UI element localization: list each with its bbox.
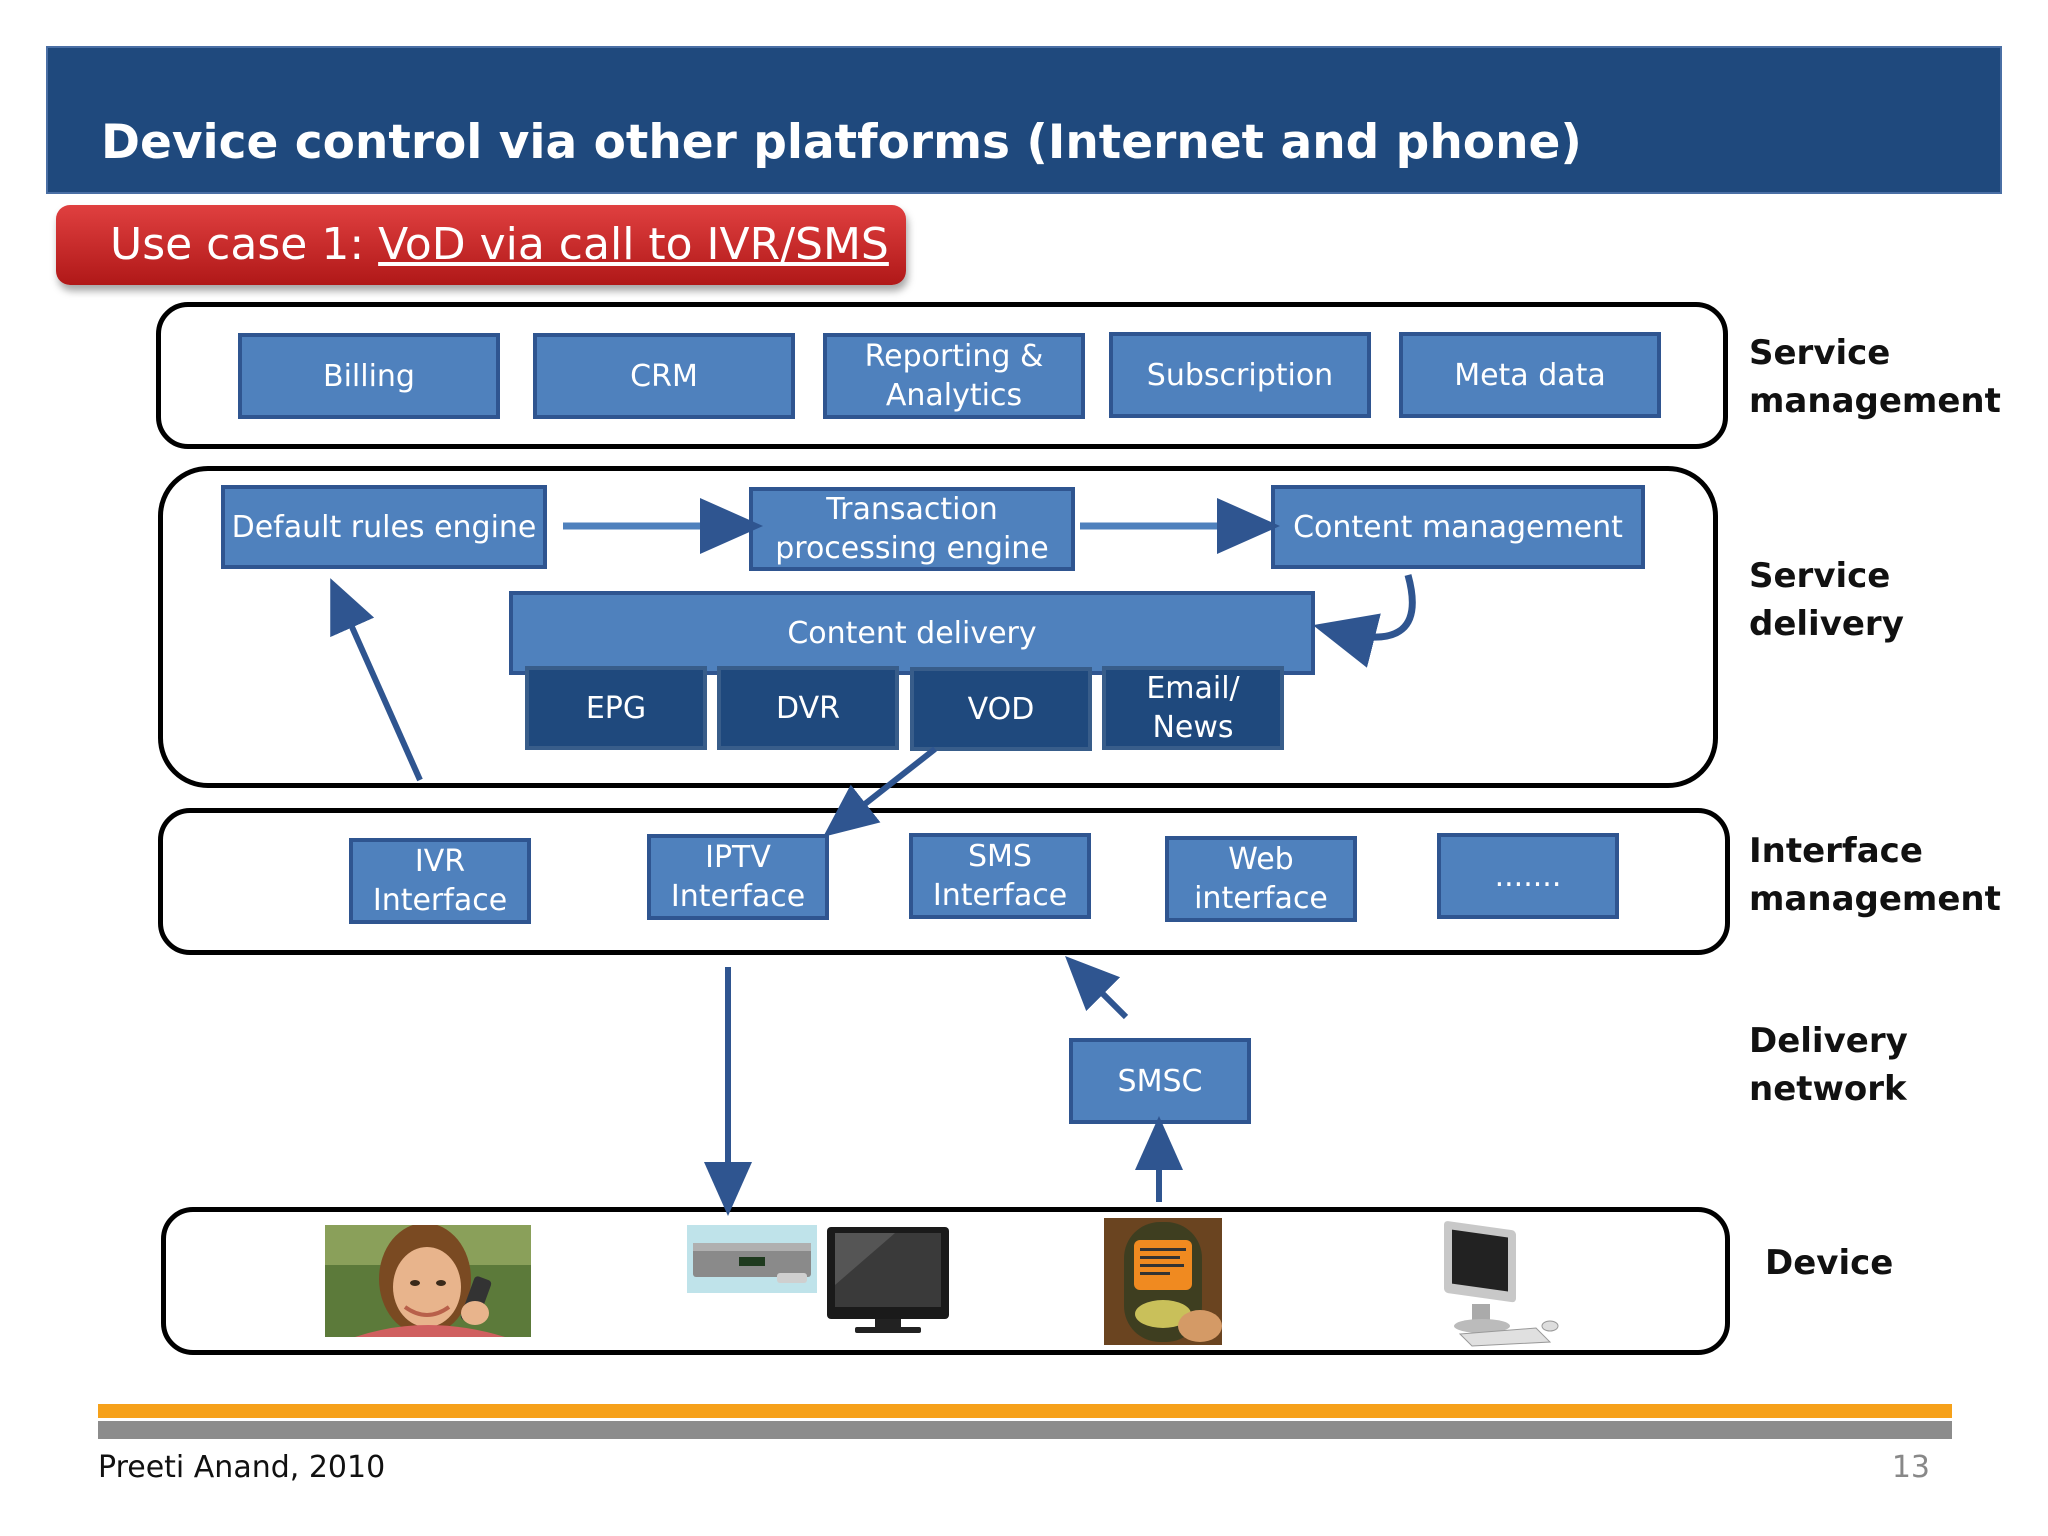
mobile-sms-photo: [1104, 1218, 1222, 1345]
footer-author: Preeti Anand, 2010: [98, 1450, 386, 1485]
vod-box: VOD: [910, 667, 1092, 751]
web-interface-box: Web interface: [1165, 836, 1357, 922]
layer-label-device: Device: [1765, 1243, 1894, 1283]
page-number: 13: [1891, 1450, 1930, 1485]
billing-box: Billing: [238, 333, 500, 419]
default-rules-engine-box: Default rules engine: [221, 485, 547, 569]
title-bar: [46, 46, 2002, 194]
arrow-content-mgmt-to-delivery: [1312, 574, 1416, 668]
sms-interface-box: SMS Interface: [909, 833, 1091, 919]
transaction-engine-box: Transaction processing engine: [749, 487, 1075, 571]
use-case-link[interactable]: VoD via call to IVR/SMS: [378, 219, 889, 270]
ivr-interface-box: IVR Interface: [349, 838, 531, 924]
use-case-label: Use case 1: VoD via call to IVR/SMS: [110, 219, 889, 270]
layer-label-interface-management: Interface management: [1749, 831, 2001, 919]
content-management-box: Content management: [1271, 485, 1645, 569]
arrow-smsc-to-sms-interface: [1065, 956, 1129, 1020]
smsc-box: SMSC: [1069, 1038, 1251, 1124]
slide-title: Device control via other platforms (Inte…: [101, 115, 1582, 170]
layer-label-service-delivery: Service delivery: [1749, 556, 1904, 644]
use-case-prefix: Use case 1:: [110, 219, 379, 270]
arrow-ivr-to-rules-engine: [330, 578, 423, 782]
desktop-computer-photo: [1444, 1221, 1559, 1347]
use-case-banner: [56, 205, 906, 285]
subscription-box: Subscription: [1109, 332, 1371, 418]
arrow-vod-to-iptv: [823, 746, 937, 837]
iptv-interface-box: IPTV Interface: [647, 834, 829, 920]
email-news-box: Email/ News: [1102, 666, 1284, 750]
metadata-box: Meta data: [1399, 332, 1661, 418]
footer-orange-bar: [98, 1404, 1952, 1418]
television-photo: [827, 1227, 949, 1333]
reporting-analytics-box: Reporting & Analytics: [823, 333, 1085, 419]
footer-gray-bar: [98, 1421, 1952, 1439]
layer-label-service-management: Service management: [1749, 333, 2001, 421]
more-interfaces-box: .......: [1437, 833, 1619, 919]
epg-box: EPG: [525, 666, 707, 750]
set-top-box-photo: [687, 1225, 817, 1293]
layer-label-delivery-network: Delivery network: [1749, 1021, 1908, 1109]
crm-box: CRM: [533, 333, 795, 419]
woman-on-phone-photo: [325, 1225, 531, 1337]
dvr-box: DVR: [717, 666, 899, 750]
